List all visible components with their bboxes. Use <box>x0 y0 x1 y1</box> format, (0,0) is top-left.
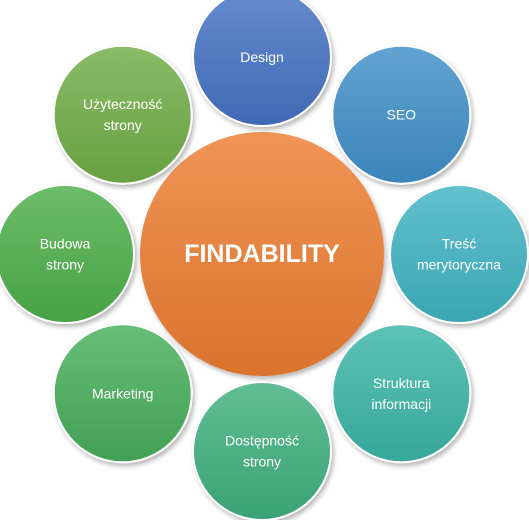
node-label-seo: SEO <box>387 107 417 123</box>
node-budowa-strony: Budowa strony <box>0 184 135 324</box>
node-label-line: strony <box>104 117 142 133</box>
node-label-line: merytoryczna <box>417 257 501 273</box>
node-seo: SEO <box>331 44 472 185</box>
node-label-budowa-strony: Budowa strony <box>40 236 91 273</box>
node-label-line: strony <box>46 257 84 273</box>
center-label: FINDABILITY <box>184 240 340 268</box>
node-circle-tresc-merytoryczna <box>389 184 529 324</box>
node-circle-seo <box>331 44 472 185</box>
node-label-uzytecznosc-strony: Użyteczność strony <box>83 96 162 133</box>
node-label-line: strony <box>243 454 281 470</box>
node-label-line: Budowa <box>40 236 91 252</box>
node-label-dostepnosc-strony: Dostępność strony <box>225 433 299 470</box>
center-node: FINDABILITY <box>140 132 384 376</box>
node-tresc-merytoryczna: Treść merytoryczna <box>389 184 529 324</box>
node-design: Design <box>192 0 332 127</box>
node-label-marketing: Marketing <box>92 385 153 401</box>
node-label-tresc-merytoryczna: Treść merytoryczna <box>417 236 501 273</box>
node-circle-struktura-informacji <box>331 323 472 464</box>
node-label-line: Treść <box>442 236 476 252</box>
node-marketing: Marketing <box>52 323 193 464</box>
node-circle-dostepnosc-strony <box>192 381 332 520</box>
node-label-line: Dostępność <box>225 433 299 449</box>
node-label-design: Design <box>240 49 284 65</box>
node-label-line: Marketing <box>92 385 153 401</box>
node-label-struktura-informacji: Struktura informacji <box>371 375 431 412</box>
node-label-line: Użyteczność <box>83 96 162 112</box>
node-uzytecznosc-strony: Użyteczność strony <box>52 44 193 185</box>
node-circle-design <box>192 0 332 127</box>
center-circle <box>140 132 384 376</box>
node-label-line: informacji <box>371 396 431 412</box>
node-circle-budowa-strony <box>0 184 135 324</box>
node-label-line: Struktura <box>373 375 430 391</box>
node-label-line: SEO <box>387 107 417 123</box>
node-struktura-informacji: Struktura informacji <box>331 323 472 464</box>
node-circle-marketing <box>52 323 193 464</box>
node-label-line: Design <box>240 49 284 65</box>
node-circle-uzytecznosc-strony <box>52 44 193 185</box>
node-dostepnosc-strony: Dostępność strony <box>192 381 332 520</box>
